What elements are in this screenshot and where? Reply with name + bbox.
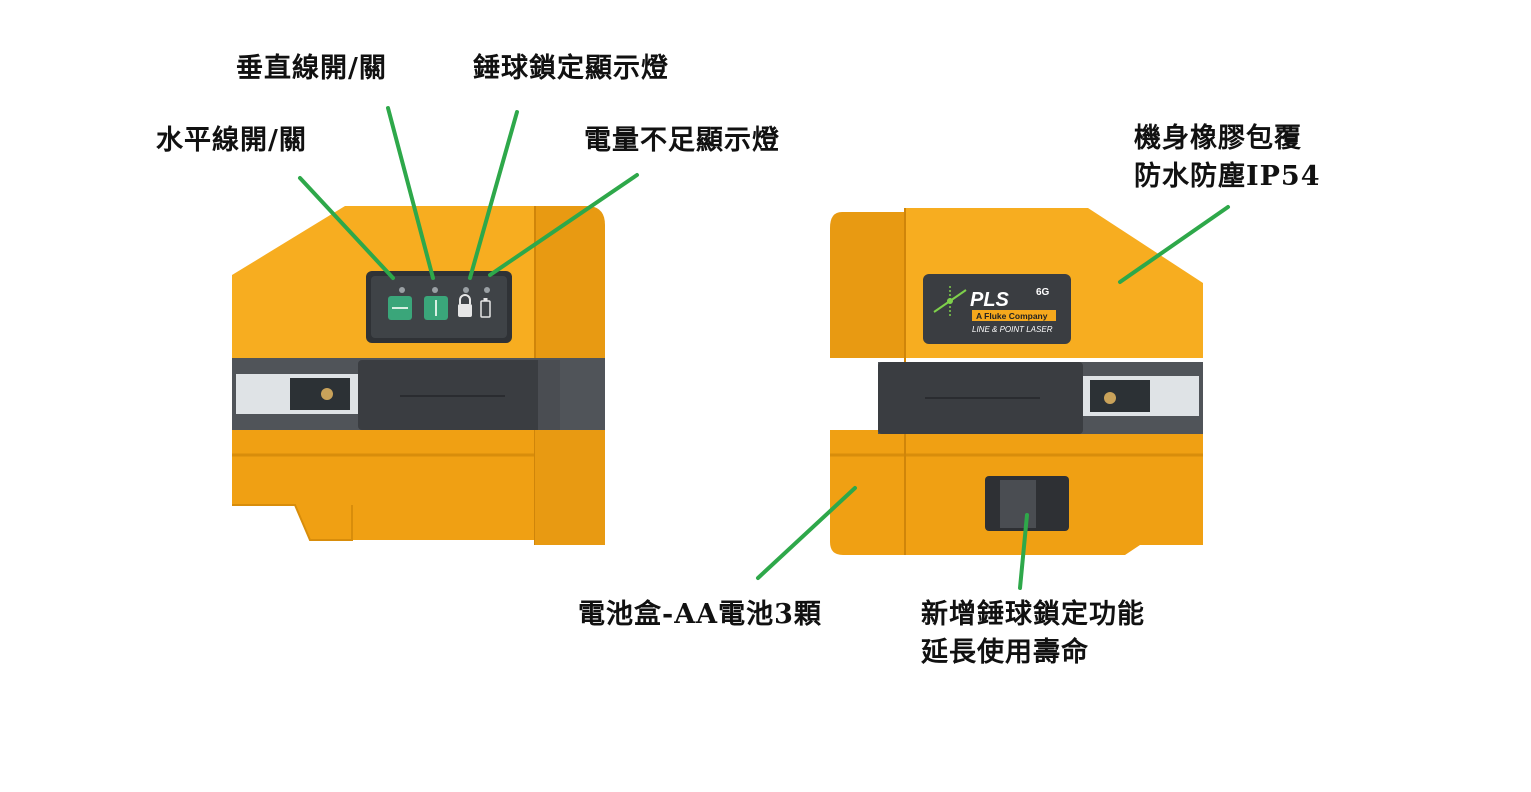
label-rubber-housing-line2: 防水防塵IP54 [1134, 161, 1321, 192]
leader-battery-led [488, 173, 639, 277]
crosshair-logo-icon [933, 286, 967, 318]
left-lower-shell [232, 430, 600, 540]
label-battery-box: 電池盒-AA電池3顆 [578, 599, 822, 630]
model-text: 6G [1036, 287, 1050, 298]
label-pendulum-lock-line2: 延長使用壽命 [921, 637, 1089, 668]
logo-text: PLS [970, 289, 1010, 311]
label-horizontal-switch: 水平線開/關 [156, 125, 307, 156]
leader-pendulum-lock [1018, 513, 1029, 590]
company-text: A Fluke Company [976, 311, 1048, 321]
leader-vertical [386, 106, 435, 280]
label-pendulum-lock-led: 錘球鎖定顯示燈 [473, 53, 669, 84]
label-rubber-housing-line1: 機身橡膠包覆 [1134, 123, 1302, 154]
right-laser-device: PLS 6G A Fluke Company LINE & POINT LASE… [830, 208, 1203, 555]
leader-horizontal [298, 176, 395, 280]
battery-icon [480, 298, 491, 318]
tagline-text: LINE & POINT LASER [972, 325, 1053, 334]
leader-battery-box [756, 486, 857, 580]
label-low-battery-led: 電量不足顯示燈 [584, 125, 780, 156]
lock-icon [458, 294, 472, 317]
label-pendulum-lock-line1: 新增錘球鎖定功能 [921, 599, 1145, 630]
leader-rubber [1118, 205, 1230, 284]
logo-plate [923, 274, 1071, 344]
leader-lock-led [468, 110, 519, 280]
leader-lines [298, 106, 1230, 590]
label-vertical-switch: 垂直線開/關 [236, 53, 387, 84]
label-rubber-housing: 機身橡膠包覆 防水防塵IP54 [1134, 120, 1321, 196]
left-laser-device [232, 206, 605, 545]
label-pendulum-lock: 新增錘球鎖定功能 延長使用壽命 [921, 596, 1145, 672]
